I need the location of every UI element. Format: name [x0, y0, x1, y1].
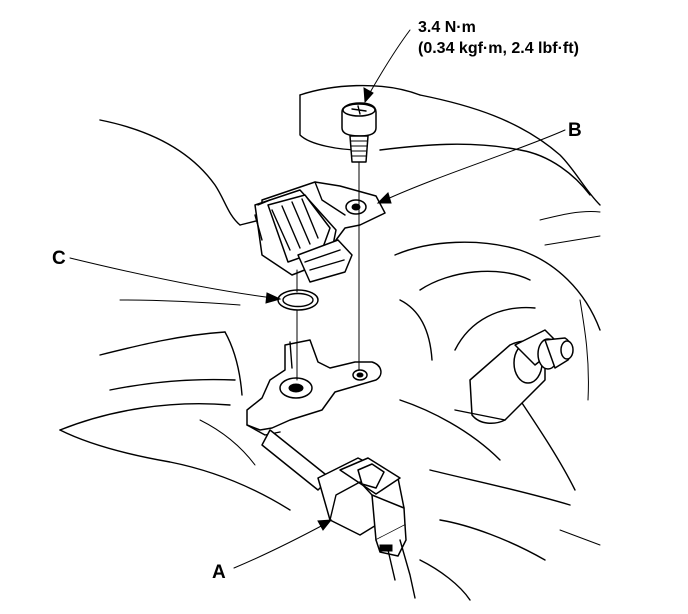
- leader-arrows: [69, 29, 566, 569]
- callout-a-label: A: [212, 562, 226, 583]
- callout-c-label: C: [52, 248, 66, 269]
- sensor-b: [254, 181, 386, 283]
- mounting-bracket: [246, 339, 382, 436]
- connector-a: [261, 429, 416, 599]
- torque-spec-line-2: (0.34 kgf·m, 2.4 lbf·ft): [418, 40, 579, 57]
- shaft-assembly: [454, 329, 574, 425]
- torque-spec-line-1: 3.4 N·m: [418, 19, 476, 36]
- callout-b-label: B: [568, 120, 582, 141]
- mounting-bolt: [341, 102, 377, 163]
- alignment-guides: [296, 161, 360, 381]
- engine-housing-outline: [59, 84, 601, 601]
- o-ring-c: [277, 289, 319, 311]
